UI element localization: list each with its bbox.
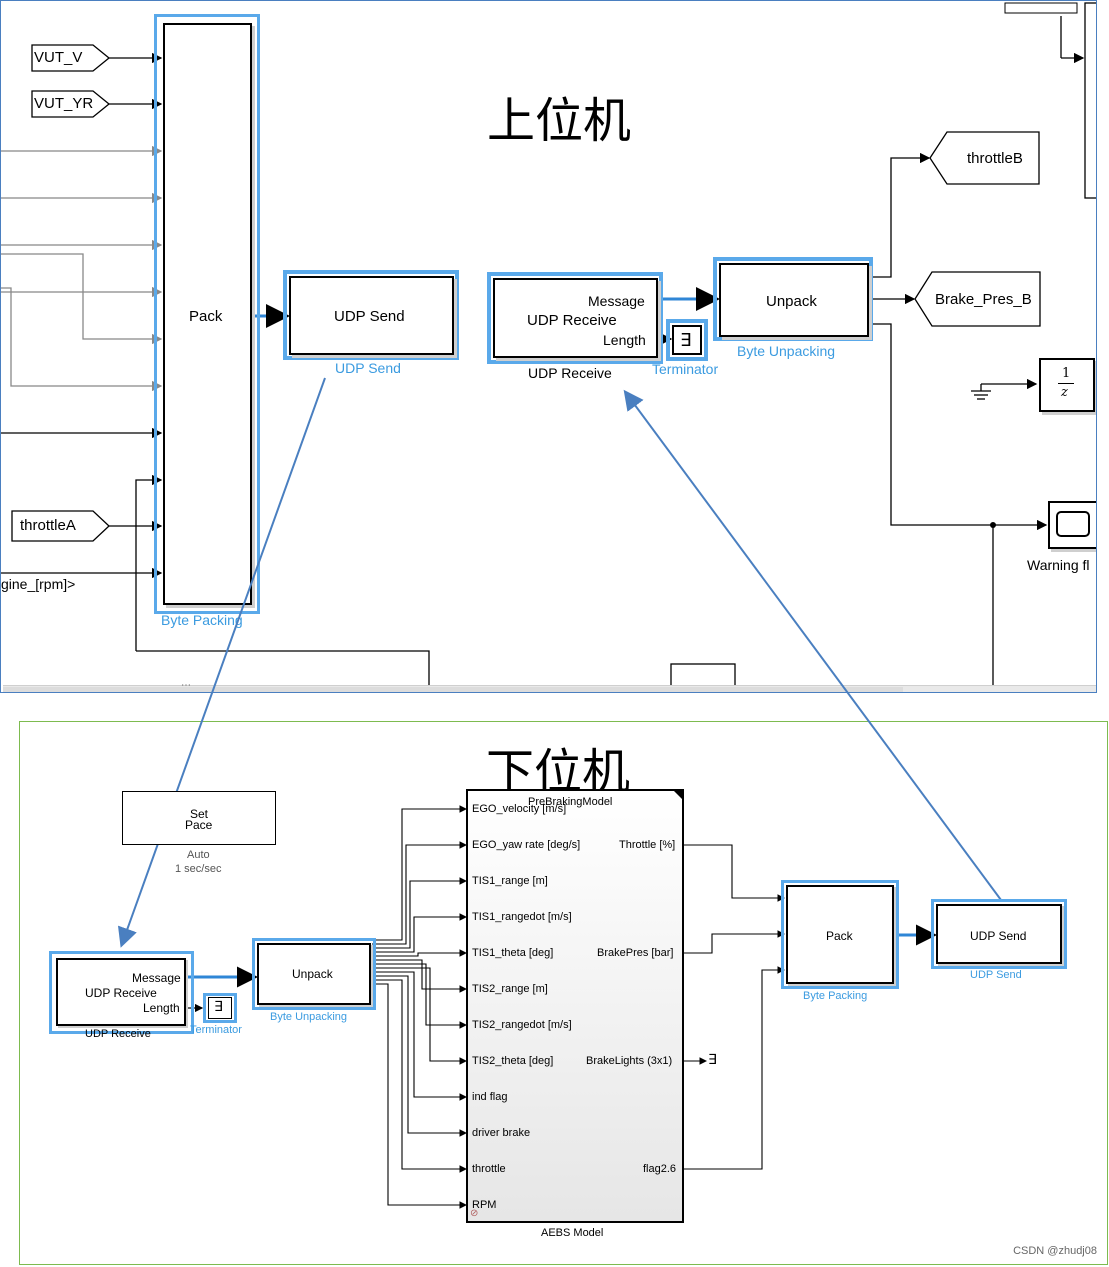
target-udp-send-selection [931,899,1067,969]
unit-delay-numerator: 1 [1062,366,1071,381]
target-unpack-block[interactable] [257,943,371,1005]
aebs-inport-0: EGO_velocity [m/s] [472,803,567,815]
scrollbar-thumb[interactable] [3,687,903,692]
aebs-model-block[interactable]: ⊘ [466,789,684,1223]
target-terminator-caption: Terminator [190,1024,242,1036]
aebs-outport-brake-pres: BrakePres [bar] [597,947,674,959]
vut-yr-label: VUT_YR [34,95,94,112]
aebs-inport-2: TIS1_range [m] [472,875,548,887]
set-pace-block[interactable] [122,791,276,845]
target-unpack-selection [252,938,376,1010]
aebs-inport-9: driver brake [472,1127,531,1139]
unit-delay-fraction-bar [1058,383,1074,384]
aebs-corner-icon [673,790,683,800]
aebs-inport-3: TIS1_rangedot [m/s] [472,911,572,923]
target-terminator-selection [203,993,237,1023]
target-udp-send-caption: UDP Send [970,969,1022,981]
host-unpack-caption: Byte Unpacking [737,343,836,359]
host-udp-send-caption: UDP Send [335,360,401,376]
aebs-outport-brake-lights: BrakeLights (3x1) [586,1055,673,1067]
brake-pres-b-label: Brake_Pres_B [935,291,1032,308]
set-pace-caption-2: 1 sec/sec [175,863,222,875]
unpack-selection [713,257,873,341]
host-udp-send-block[interactable] [289,276,454,355]
host-udp-receive-length-port: Length [603,332,646,348]
host-udp-receive-label: UDP Receive [527,312,617,329]
target-unpack-label: Unpack [292,967,333,981]
unit-delay-denominator: z [1061,385,1068,400]
host-terminator-caption: Terminator [652,361,719,377]
vut-v-from-tag[interactable] [31,44,111,72]
vut-v-label: VUT_V [34,49,83,66]
aebs-title: PreBrakingModel [528,796,613,808]
target-pack-selection [781,880,899,989]
target-udp-receive-caption: UDP Receive [85,1028,151,1040]
terminator-selection [666,319,708,361]
target-udp-receive-message-port: Message [132,971,181,985]
target-udp-receive-selection [49,951,194,1034]
aebs-inport-1: EGO_yaw rate [deg/s] [472,839,581,851]
throttle-b-goto-tag[interactable] [929,131,1041,185]
target-udp-receive-block[interactable] [56,958,186,1026]
throttle-a-from-tag[interactable] [11,510,111,542]
host-title: 上位机 [487,93,632,149]
udp-receive-selection [487,272,663,364]
scrollbar-grip-icon: ⋯ [181,680,191,691]
target-terminator-block[interactable]: ∃ [208,997,232,1019]
target-pack-caption: Byte Packing [803,990,868,1002]
warning-scope-block[interactable] [1048,501,1096,549]
brake-lights-terminator-icon: ∃ [708,1052,717,1068]
host-udp-send-label: UDP Send [334,308,405,325]
aebs-outport-flag: flag2.6 [643,1163,677,1175]
unit-delay-block[interactable] [1039,358,1095,412]
top-wiring [1,2,1096,692]
vut-yr-from-tag[interactable] [31,90,111,118]
aebs-inport-10: throttle [472,1163,506,1175]
brake-pres-b-goto-tag[interactable] [914,271,1042,327]
aebs-inport-6: TIS2_rangedot [m/s] [472,1019,572,1031]
set-pace-caption-1: Auto [187,849,210,861]
target-udp-receive-label: UDP Receive [85,986,157,1000]
set-pace-label-1: Set [190,807,209,821]
scope-icon [1056,511,1090,537]
target-pack-block[interactable] [786,885,894,984]
terminator-icon: ∃ [214,999,223,1015]
horizontal-scrollbar[interactable]: ⋯ [3,680,1096,692]
host-pack-label: Pack [189,308,223,325]
host-unpack-label: Unpack [766,293,817,310]
set-pace-label-2: Pace [185,818,213,832]
target-udp-receive-length-port: Length [143,1001,180,1015]
aebs-caption: AEBS Model [541,1227,604,1239]
target-udp-send-block[interactable] [936,904,1062,964]
host-model-panel: 上位机 VUT_V VUT_YR throttleA gine_[rpm]> P… [0,0,1097,693]
aebs-inport-8: ind flag [472,1091,508,1103]
aebs-inport-4: TIS1_theta [deg] [472,947,554,959]
engine-rpm-label: gine_[rpm]> [1,576,76,592]
host-udp-receive-caption: UDP Receive [528,365,612,381]
aebs-inport-7: TIS2_theta [deg] [472,1055,554,1067]
warning-scope-caption: Warning fl [1027,557,1090,573]
host-unpack-block[interactable] [719,263,869,337]
aebs-inport-5: TIS2_range [m] [472,983,548,995]
host-udp-receive-message-port: Message [588,293,645,309]
throttle-b-label: throttleB [967,150,1023,167]
host-pack-caption: Byte Packing [161,612,243,628]
target-unpack-caption: Byte Unpacking [270,1011,348,1023]
udp-send-selection [283,270,459,360]
throttle-a-label: throttleA [20,517,76,534]
aebs-link-icon: ⊘ [470,1208,479,1219]
aebs-inport-11: RPM [472,1199,497,1211]
terminator-icon: ∃ [680,330,692,351]
host-terminator-block[interactable]: ∃ [672,325,702,355]
aebs-outport-throttle: Throttle [%] [619,839,676,851]
target-udp-send-label: UDP Send [970,929,1027,943]
host-udp-receive-block[interactable] [493,278,658,358]
target-pack-label: Pack [826,929,853,943]
credit-watermark: CSDN @zhudj08 [1013,1245,1097,1257]
